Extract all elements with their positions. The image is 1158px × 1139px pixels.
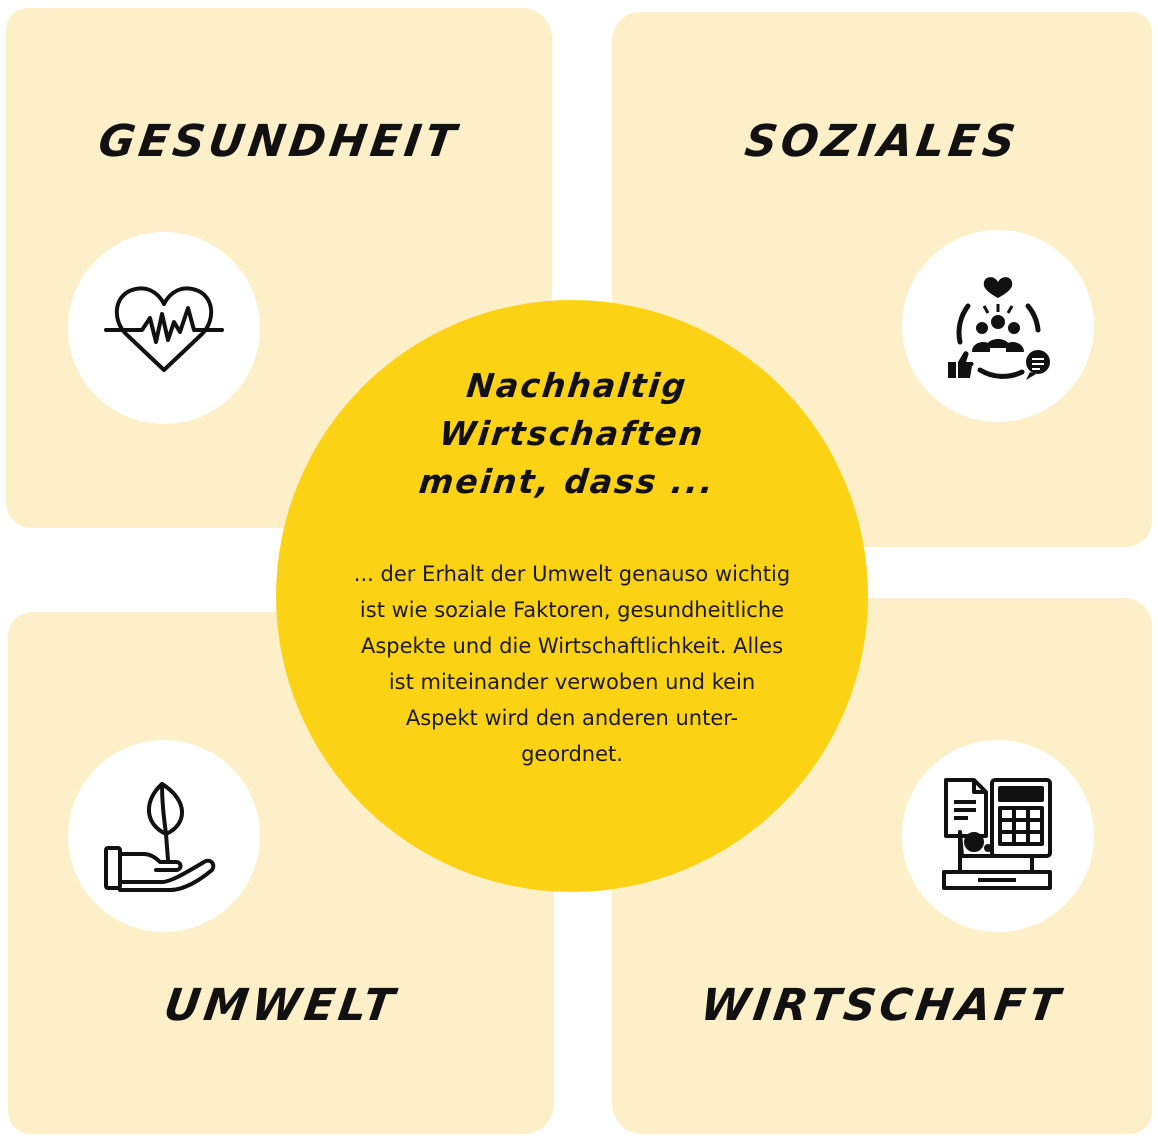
heartbeat-icon-circle [68, 232, 260, 424]
center-heading: Nachhaltig Wirtschaften meint, dass ... [268, 362, 875, 506]
center-heading-line: Wirtschaften [437, 414, 707, 453]
community-icon [948, 277, 1050, 380]
center-body-line: ist miteinander verwoben und kein [388, 670, 756, 694]
center-heading-line: meint, dass ... [417, 462, 717, 501]
finance-calculator-icon-circle [902, 740, 1094, 932]
center-body: ... der Erhalt der Umwelt genauso wichti… [316, 556, 828, 772]
center-body-line: Aspekt wird den anderen unter- [405, 706, 739, 730]
center-body-line: ... der Erhalt der Umwelt genauso wichti… [353, 562, 791, 586]
title-gesundheit: GESUNDHEIT [95, 116, 463, 167]
title-soziales: SOZIALES [741, 116, 1023, 167]
center-body-line: geordnet. [521, 742, 623, 766]
community-icon-circle [902, 230, 1094, 422]
center-body-line: ist wie soziale Faktoren, gesundheitlich… [359, 598, 785, 622]
title-wirtschaft: WIRTSCHAFT [697, 980, 1067, 1031]
finance-calculator-icon [942, 778, 1052, 890]
center-heading-line: Nachhaltig [464, 366, 690, 405]
center-body-line: Aspekte und die Wirtschaftlichkeit. Alle… [360, 634, 784, 658]
center-circle: Nachhaltig Wirtschaften meint, dass ... … [276, 300, 868, 892]
hand-leaf-icon-circle [68, 740, 260, 932]
hand-leaf-icon [104, 782, 216, 892]
heartbeat-icon [104, 286, 224, 372]
title-umwelt: UMWELT [160, 980, 402, 1031]
